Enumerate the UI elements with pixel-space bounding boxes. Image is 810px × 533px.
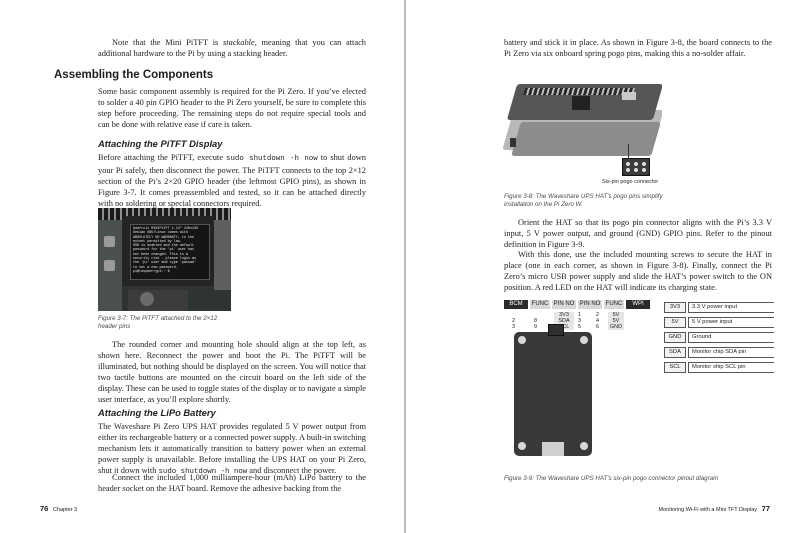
raspberry-logo-icon — [140, 292, 154, 306]
lipo-text-end: and disconnect the power. — [247, 466, 337, 475]
pinout-row: 2 8 SDA 3 4 5V — [504, 318, 650, 324]
pinout-header: WPI BCM — [626, 300, 650, 316]
subheading-pitft: Attaching the PiTFT Display — [98, 138, 223, 149]
pin-name: 3V3 — [664, 302, 686, 313]
screen-line: Adafruit MINIPiTFT 1.14" 240x135 — [133, 227, 199, 231]
screen-line: not been changed. This is a — [133, 252, 188, 257]
screen-line: extent permitted by law. — [133, 239, 182, 244]
pin-legend: 3V3 3.3 V power input 5V 5 V power input… — [664, 302, 774, 377]
pogo-connector-label: Six-pin pogo connector — [602, 179, 659, 185]
pin-desc: Monitor ship SCL pin — [688, 362, 774, 373]
figure-3-7-caption: Figure 3-7: The PiTFT attached to the 2×… — [98, 315, 218, 330]
intro-text: Note that the Mini PiTFT is — [112, 38, 224, 47]
figure-3-7-photo: Adafruit MINIPiTFT 1.14" 240x135 Debian … — [98, 208, 231, 311]
pin-legend-row: 5V 5 V power input — [664, 317, 774, 332]
right-footer: Monitoring Wi-Fi with a Mini TFT Display… — [659, 504, 770, 513]
pitft-paragraph: Before attaching the PiTFT, execute sudo… — [98, 152, 366, 209]
pin-legend-row: SCL Monitor ship SCL pin — [664, 362, 774, 377]
usb-port — [622, 92, 636, 100]
section-paragraph: Some basic component assembly is require… — [98, 87, 366, 129]
screen-line: the 'pi' user and type 'passwd' — [133, 261, 197, 266]
mounting-hole-icon — [518, 442, 526, 450]
pinout-table: 3V3 1 2 5V 2 8 SDA 3 4 5V 3 9 SCL 5 6 GN… — [504, 312, 650, 330]
ups-hat-board — [514, 332, 592, 456]
screen-line: ABSOLUTELY NO WARRANTY, to the — [133, 235, 195, 240]
figure-3-9-diagram: BCM WPI FUNC PIN NO PIN NO FUNC WPI BCM … — [504, 300, 774, 460]
pinout-header: BCM WPI — [504, 300, 528, 316]
figure-3-8-caption: Figure 3-8: The Waveshare UPS HAT’s pogo… — [504, 193, 663, 208]
usb-connector — [542, 442, 564, 456]
section-heading: Assembling the Components — [54, 69, 214, 81]
pinout-header: FUNC — [530, 300, 550, 309]
subheading-lipo: Attaching the LiPo Battery — [98, 407, 216, 418]
soc-chip — [572, 96, 590, 110]
pin-name: SDA — [664, 347, 686, 358]
pin-name: SCL — [664, 362, 686, 373]
figure-3-9-caption: Figure 3-9: The Waveshare UPS HAT’s six-… — [504, 475, 719, 482]
pitft-text-end: to shut down your Pi safely, then discon… — [98, 153, 366, 208]
pi-board-lower — [128, 290, 188, 311]
pin-desc: Monitor chip SDA pin — [688, 347, 774, 358]
pitft-screen: Adafruit MINIPiTFT 1.14" 240x135 Debian … — [130, 224, 210, 280]
pin-legend-row: 3V3 3.3 V power input — [664, 302, 774, 317]
shutdown-command: sudo shutdown -h now — [158, 468, 248, 476]
page-number: 77 — [761, 504, 770, 513]
running-head: Chapter 3 — [52, 507, 78, 513]
continued-paragraph: battery and stick it in place. As shown … — [504, 38, 772, 58]
battery — [511, 122, 661, 156]
intro-text-end: , meaning that you can attach additional… — [98, 38, 366, 58]
lipo-paragraph: The Waveshare Pi Zero UPS HAT provides r… — [98, 421, 366, 478]
gpio-pads — [522, 88, 636, 95]
power-switch — [510, 138, 516, 147]
mounting-hole-icon — [580, 336, 588, 344]
lipo-paragraph-2: Connect the included 1,000 milliampere-h… — [98, 473, 366, 493]
tactile-button-top — [104, 236, 115, 247]
pin-desc: 5 V power input — [688, 317, 774, 328]
running-head: Monitoring Wi-Fi with a Mini TFT Display — [658, 507, 758, 513]
screen-line: security risk - please login as — [133, 257, 197, 262]
pi-components — [214, 220, 231, 290]
pinout-header: PIN NO — [552, 300, 576, 309]
intro-emphasis: stackable — [223, 38, 255, 47]
pin-desc: 3.3 V power input — [688, 302, 774, 313]
pin-desc: Ground — [688, 332, 774, 343]
screen-line: password for the 'pi' user has — [133, 248, 195, 253]
pogo-pins — [548, 324, 564, 336]
pinout-row: 3V3 1 2 5V — [504, 312, 650, 318]
left-page: Note that the Mini PiTFT is stackable, m… — [0, 0, 404, 533]
after-figure-paragraph: The rounded corner and mounting hole sho… — [98, 340, 366, 404]
pin-legend-row: GND Ground — [664, 332, 774, 347]
screen-line: SSH is enabled and the default — [133, 244, 195, 249]
pinout-header: FUNC — [604, 300, 624, 309]
right-page: battery and stick it in place. As shown … — [406, 0, 810, 533]
page-gutter — [404, 0, 406, 533]
callout-line — [628, 144, 629, 158]
mount-paragraph: With this done, use the included mountin… — [504, 250, 772, 292]
screen-line: pi@raspberrypi:~ $ — [133, 269, 170, 274]
intro-paragraph: Note that the Mini PiTFT is stackable, m… — [98, 37, 366, 59]
pitft-text: Before attaching the PiTFT, execute — [98, 153, 227, 162]
mounting-hole-icon — [518, 336, 526, 344]
pin-name: GND — [664, 332, 686, 343]
mounting-hole-icon — [580, 442, 588, 450]
page-number: 76 — [40, 504, 49, 513]
screen-line: to set a new password. — [133, 265, 178, 270]
pinout-header: PIN NO — [578, 300, 602, 309]
lipo-text: The Waveshare Pi Zero UPS HAT provides r… — [98, 422, 366, 475]
shutdown-command: sudo shutdown -h now — [226, 155, 318, 163]
tactile-button-bottom — [104, 260, 115, 271]
screen-line: Debian GNU/Linux comes with — [133, 231, 188, 236]
left-footer: 76 Chapter 3 — [40, 504, 77, 513]
orient-paragraph: Orient the HAT so that its pogo pin conn… — [504, 218, 772, 249]
pinout-row: 3 9 SCL 5 6 GND — [512, 324, 624, 330]
pin-name: 5V — [664, 317, 686, 328]
figure-3-8-photo: Six-pin pogo connector — [502, 66, 662, 192]
pin-legend-row: SDA Monitor chip SDA pin — [664, 347, 774, 362]
pogo-connector-closeup — [622, 158, 650, 176]
